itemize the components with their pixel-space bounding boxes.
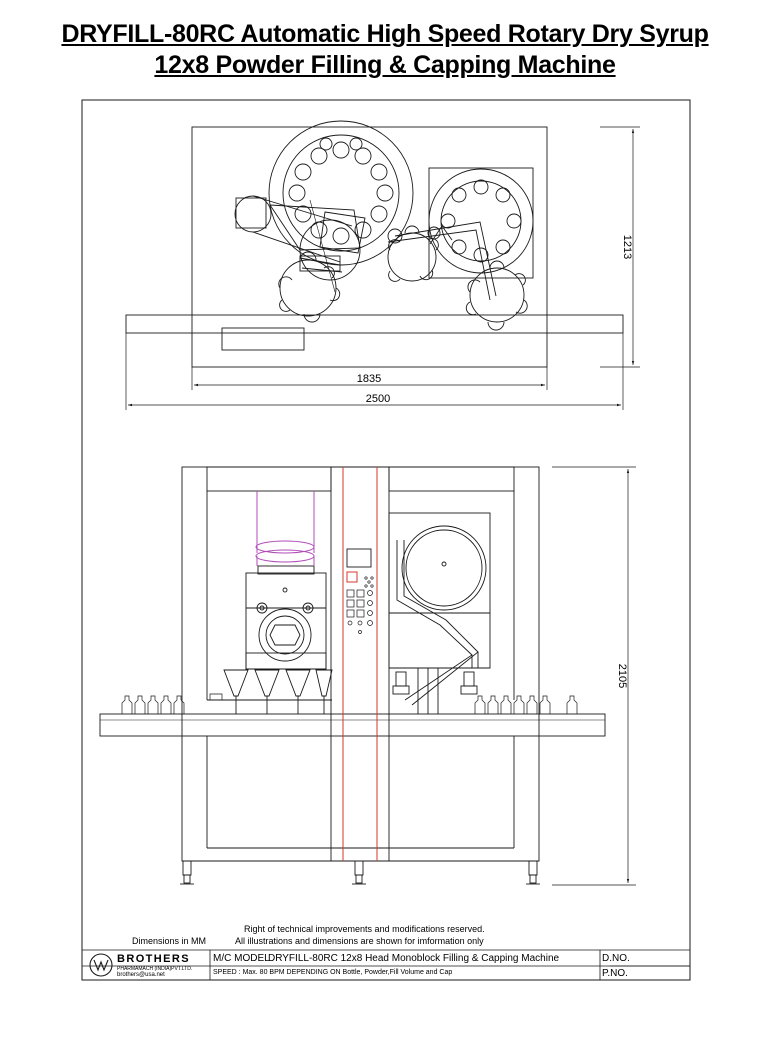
- company-logo-icon: [89, 953, 113, 977]
- foot-right: [528, 860, 538, 876]
- foot-middle: [354, 860, 364, 876]
- foot-left: [182, 860, 192, 876]
- top-view-frame: [191, 126, 548, 368]
- powder-hopper: [255, 491, 315, 566]
- model-label: M/C MODEL: [213, 953, 270, 964]
- front-view-dimensions: [552, 466, 636, 886]
- filling-head-body: [245, 572, 327, 670]
- star-wheel-right: [465, 260, 528, 331]
- top-view: [125, 120, 624, 368]
- company-email: brothers@usa.net: [117, 972, 165, 978]
- filling-funnels: [207, 669, 333, 714]
- bottles-left: [121, 693, 223, 714]
- rights-note-2: All illustrations and dimensions are sho…: [235, 936, 484, 946]
- display-screen: [346, 548, 372, 568]
- dim-1835: 1835: [357, 373, 381, 385]
- conveyor-bed: [99, 713, 606, 737]
- turret-pockets: [288, 137, 403, 245]
- title-block-grid: [82, 949, 690, 980]
- filling-turret: [268, 120, 414, 266]
- star-wheel-left: [278, 251, 341, 323]
- auger-motor: [258, 608, 312, 662]
- speed-note: SPEED : Max. 80 BPM DEPENDING ON Bottle,…: [213, 969, 453, 976]
- company-subname: PHARMAMACH (INDIA)PVT.LTD.: [117, 966, 193, 972]
- model-value: DRYFILL-80RC 12x8 Head Monoblock Filling…: [268, 953, 560, 964]
- bottles-right: [474, 695, 578, 714]
- drawing-number-label: D.NO.: [602, 953, 630, 964]
- dim-2500: 2500: [366, 393, 390, 405]
- top-view-panel: [221, 327, 305, 351]
- cap-chute: [396, 540, 479, 706]
- drawing-title-line2: 12x8 Powder Filling & Capping Machine: [154, 51, 616, 79]
- sheet-border: [81, 99, 691, 981]
- machine-frame: [181, 466, 540, 862]
- company-name: BROTHERS: [117, 953, 190, 965]
- capping-pockets: [427, 179, 522, 263]
- top-view-dimensions: [125, 126, 640, 410]
- part-number-label: P.NO.: [602, 968, 628, 979]
- top-view-conveyor: [125, 314, 624, 334]
- front-view: [99, 466, 606, 885]
- emergency-button: [346, 571, 358, 583]
- capping-turret: [428, 168, 534, 274]
- cap-feeder-bowl: [401, 525, 487, 611]
- control-buttons: [346, 576, 374, 634]
- control-column: [330, 466, 390, 862]
- dimensions-unit-note: Dimensions in MM: [132, 936, 207, 946]
- dim-2105: 2105: [616, 664, 628, 688]
- capping-housing: [428, 167, 534, 279]
- drawing-title-line1: DRYFILL-80RC Automatic High Speed Rotary…: [61, 20, 709, 48]
- dim-1213: 1213: [621, 235, 633, 259]
- rights-note-1: Right of technical improvements and modi…: [244, 924, 485, 934]
- column-red-lines: [342, 467, 378, 861]
